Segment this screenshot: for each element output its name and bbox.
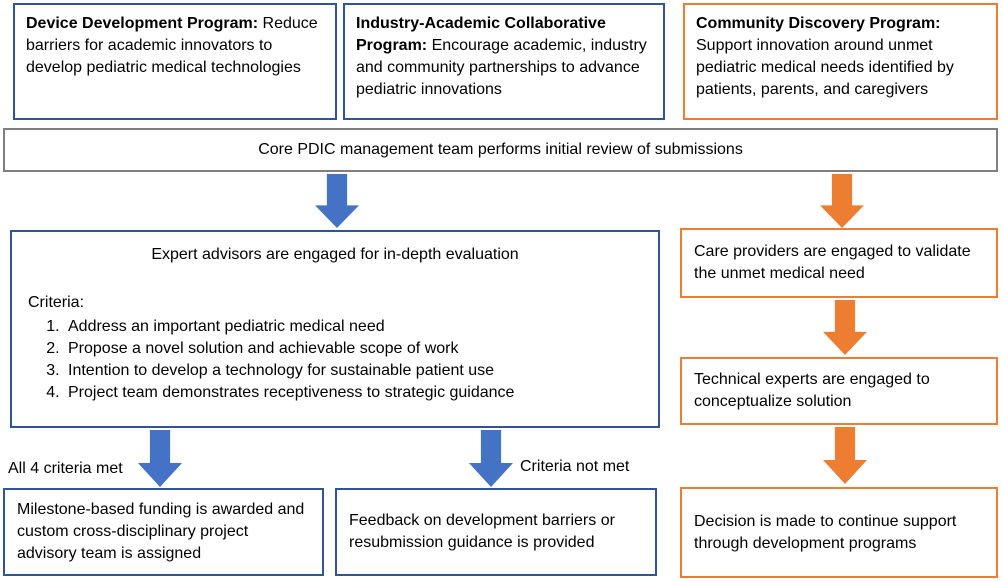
milestone-funding-box: Milestone-based funding is awarded and c… [3, 488, 324, 576]
technical-experts-text: Technical experts are engaged to concept… [694, 371, 930, 410]
initial-review-bar: Core PDIC management team performs initi… [3, 128, 998, 172]
program-title: Device Development Program: [26, 15, 259, 32]
criteria-item: Project team demonstrates receptiveness … [64, 382, 658, 404]
device-development-program-box: Device Development Program: Reduce barri… [13, 3, 337, 120]
feedback-box: Feedback on development barriers or resu… [335, 488, 657, 576]
decision-text: Decision is made to continue support thr… [694, 512, 957, 552]
decision-box: Decision is made to continue support thr… [680, 487, 998, 578]
down-arrow-blue-criteria-met [138, 430, 182, 487]
criteria-item: Address an important pediatric medical n… [64, 316, 658, 338]
expert-evaluation-box: Expert advisors are engaged for in-depth… [10, 230, 660, 428]
evaluation-title: Expert advisors are engaged for in-depth… [151, 246, 519, 263]
down-arrow-orange-to-care-providers [820, 174, 864, 228]
care-providers-text: Care providers are engaged to validate t… [694, 243, 971, 282]
program-title: Community Discovery Program: [696, 15, 941, 32]
down-arrow-orange-to-decision [823, 427, 867, 484]
initial-review-text: Core PDIC management team performs initi… [258, 141, 743, 158]
criteria-met-label: All 4 criteria met [8, 460, 123, 477]
criteria-item: Propose a novel solution and achievable … [64, 338, 658, 360]
program-description: Encourage academic, industry and communi… [356, 37, 647, 98]
down-arrow-blue-criteria-not-met [469, 430, 513, 487]
criteria-not-met-label: Criteria not met [520, 458, 630, 475]
technical-experts-box: Technical experts are engaged to concept… [680, 357, 998, 425]
industry-academic-program-box: Industry-Academic Collaborative Program:… [343, 3, 665, 120]
criteria-label: Criteria: [28, 294, 85, 311]
care-providers-box: Care providers are engaged to validate t… [680, 228, 998, 298]
milestone-funding-text: Milestone-based funding is awarded and c… [17, 501, 305, 562]
program-description: Support innovation around unmet pediatri… [696, 37, 954, 98]
down-arrow-blue-to-evaluation [315, 174, 359, 228]
feedback-text: Feedback on development barriers or resu… [349, 512, 615, 551]
criteria-list: Address an important pediatric medical n… [12, 316, 658, 404]
program-title: Industry-Academic Collaborative Program: [356, 15, 606, 54]
down-arrow-orange-to-technical-experts [823, 300, 867, 355]
community-discovery-program-box: Community Discovery Program: Support inn… [683, 3, 998, 120]
program-description: Reduce barriers for academic innovators … [26, 15, 318, 76]
criteria-item: Intention to develop a technology for su… [64, 360, 658, 382]
